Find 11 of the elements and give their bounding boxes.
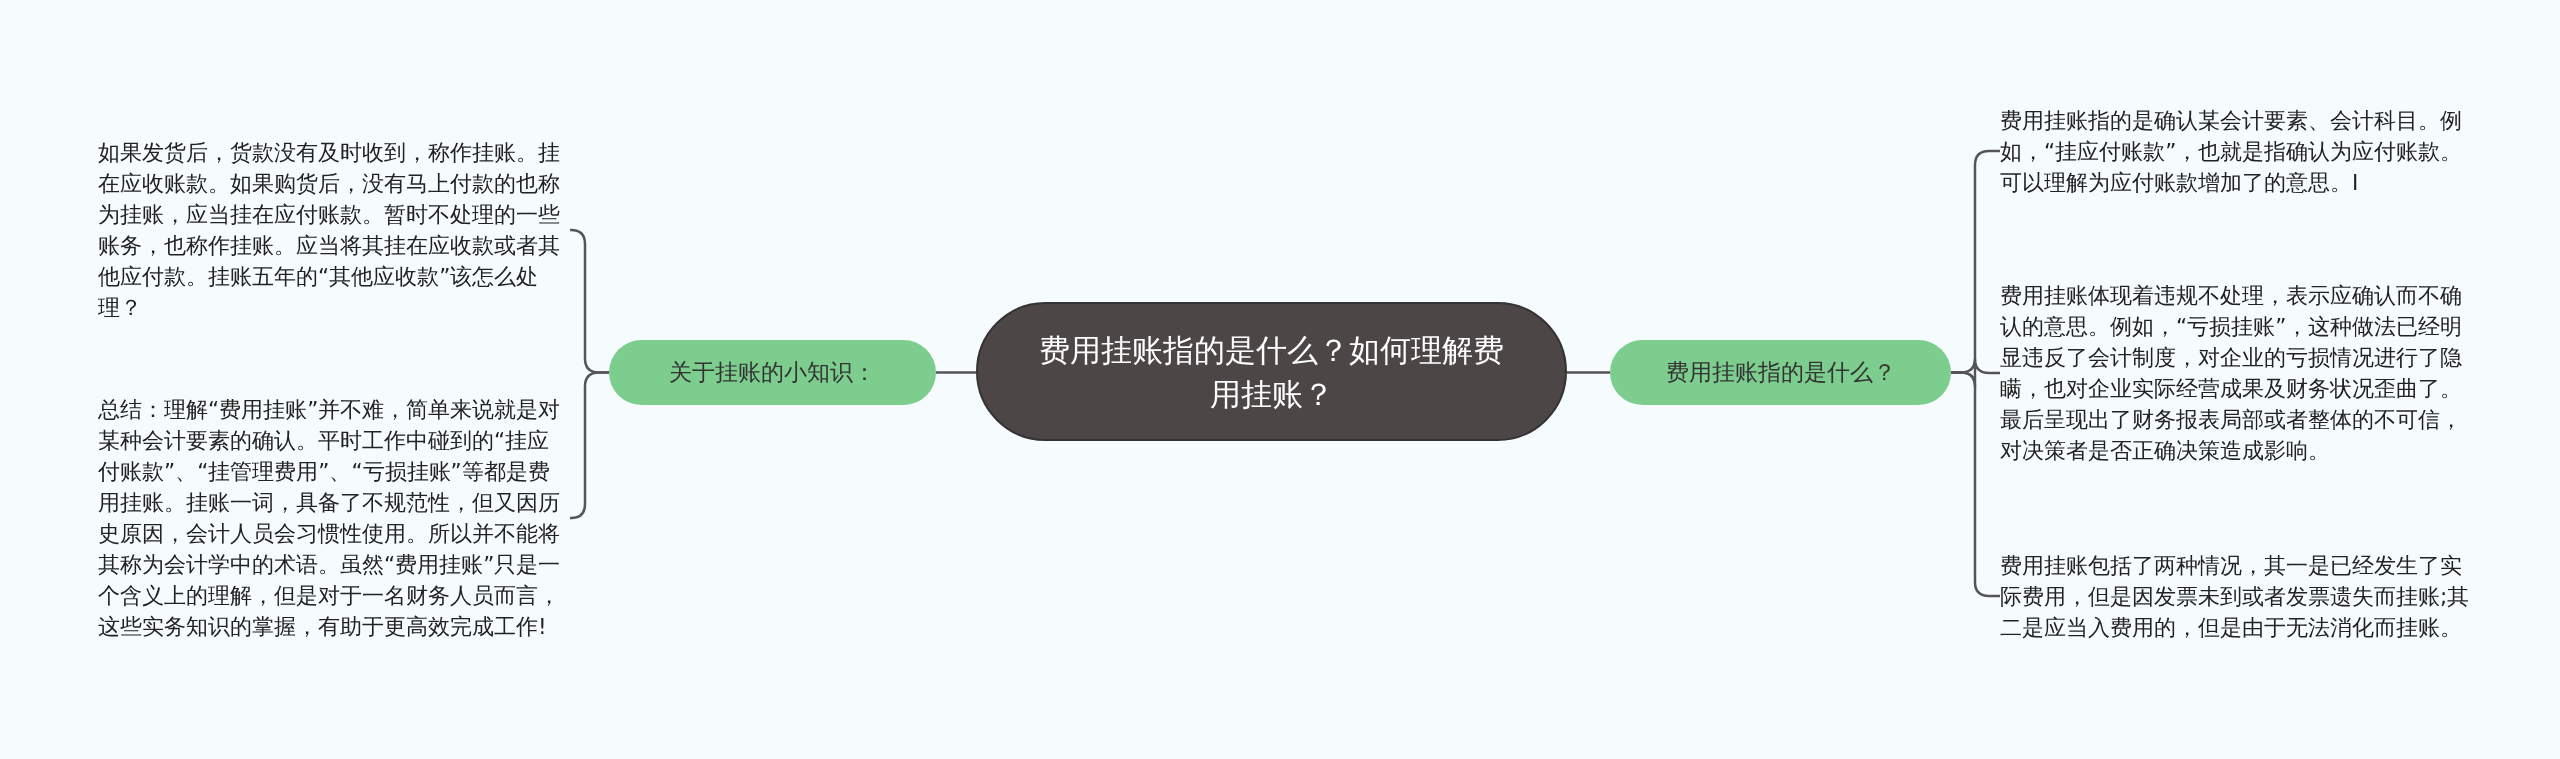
connector-line <box>569 371 609 520</box>
note-text: 如果发货后，货款没有及时收到，称作挂账。挂在应收账款。如果购货后，没有马上付款的也称为挂账，应当挂在应付账款。暂时不处理的一些账务，也称作挂账。应当将其挂在应收款或者其他应付款。挂账五年的“其他应收款”该怎么处理？ <box>98 135 570 325</box>
note-text: 费用挂账体现着违规不处理，表示应确认而不确认的意思。例如，“亏损挂账”，这种做法已经明显违反了会计制度，对企业的亏损情况进行了隐瞒，也对企业实际经营成果及财务状况歪曲了。最后呈现出了财务报表局部或者整体的不可信，对决策者是否正确决策造成影响。 <box>2000 262 2470 484</box>
connector-line <box>936 371 976 374</box>
connector-line <box>1567 371 1610 374</box>
note-text: 费用挂账指的是确认某会计要素、会计科目。例如，“挂应付账款”，也就是指确认为应付账款。可以理解为应付账款增加了的意思。I <box>2000 103 2470 199</box>
branch-topic: 关于挂账的小知识： <box>609 340 936 405</box>
branch-topic: 费用挂账指的是什么？ <box>1610 340 1951 405</box>
central-topic: 费用挂账指的是什么？如何理解费用挂账？ <box>976 302 1567 441</box>
note-text: 费用挂账包括了两种情况，其一是已经发生了实际费用，但是因发票未到或者发票遗失而挂账;其二是应当入费用的，但是由于无法消化而挂账。 <box>2000 532 2470 660</box>
note-text: 总结：理解“费用挂账”并不难，简单来说就是对某种会计要素的确认。平时工作中碰到的“挂应付账款”、“挂管理费用”、“亏损挂账”等都是费用挂账。挂账一词，具备了不规范性，但又因历史原因，会计人员会习惯性使用。所以并不能将其称为会计学中的术语。虽然“费用挂账”只是一个含义上的理解，但是对于一名财务人员而言，这些实务知识的掌握，有助于更高效完成工作! <box>98 378 570 658</box>
